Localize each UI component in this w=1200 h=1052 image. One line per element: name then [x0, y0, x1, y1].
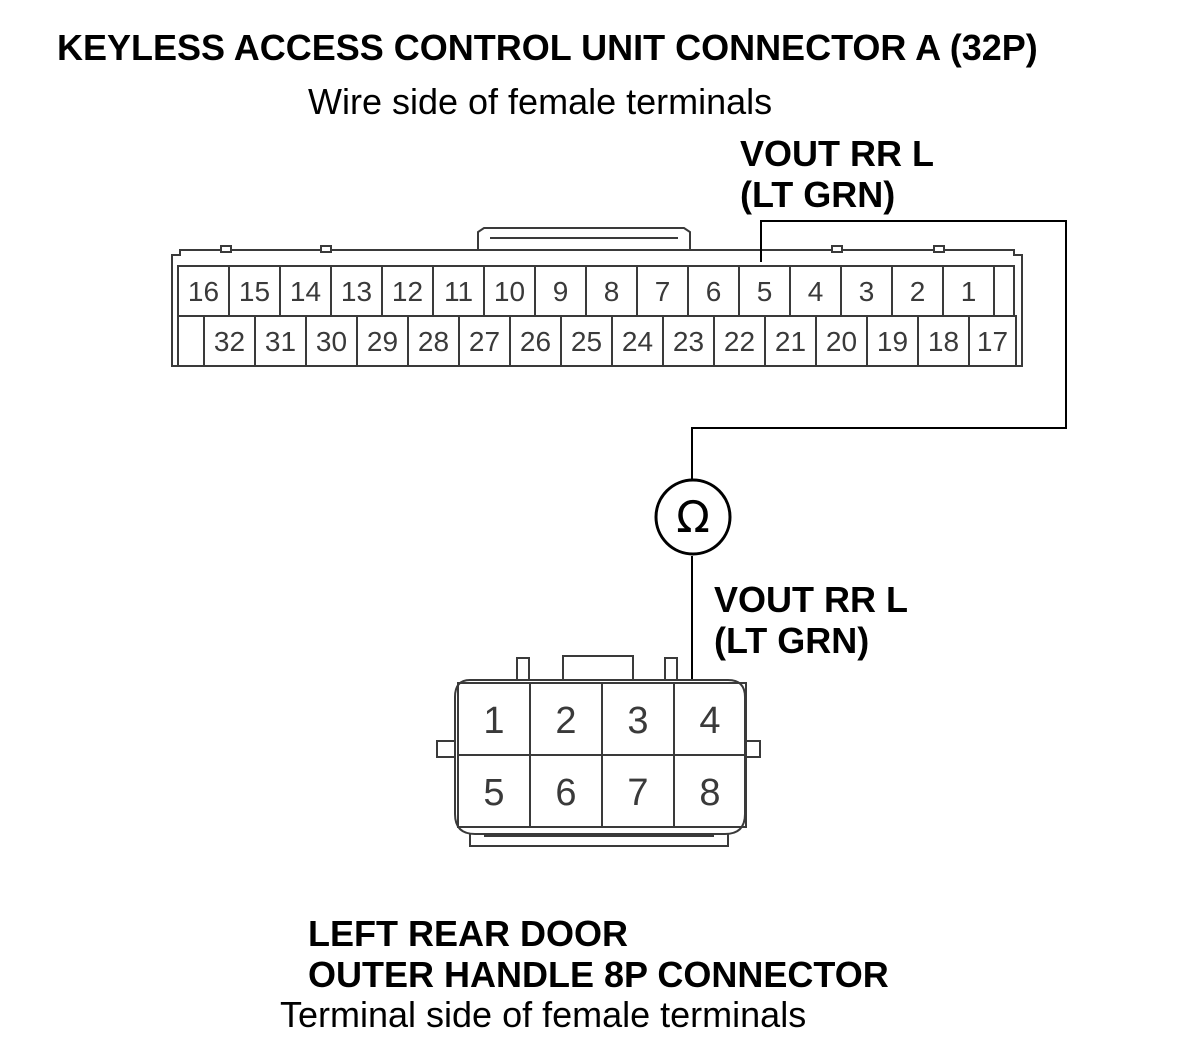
- connector-b-name-line1: LEFT REAR DOOR: [308, 913, 628, 954]
- connector-a-terminal-label: 6: [706, 276, 722, 307]
- connector-b-terminal-8: [673, 754, 747, 828]
- wire-lt-grn: [691, 220, 1067, 480]
- connector-a-terminal-label: 22: [724, 326, 755, 357]
- connector-a-terminal-label: 12: [392, 276, 423, 307]
- connector-a-terminal-label: 20: [826, 326, 857, 357]
- connector-a-terminal-label: 9: [553, 276, 569, 307]
- connector-b-terminal-label: 5: [483, 772, 504, 814]
- connector-b-terminal-label: 1: [483, 700, 504, 742]
- connector-a-terminal-label: 27: [469, 326, 500, 357]
- ohm-symbol: Ω: [676, 492, 710, 543]
- connector-b-terminal-label: 3: [627, 700, 648, 742]
- connector-a-terminal-label: 23: [673, 326, 704, 357]
- connector-a-terminal-label: 28: [418, 326, 449, 357]
- ohmmeter-icon: Ω: [654, 478, 732, 556]
- connector-b-terminal-label: 6: [555, 772, 576, 814]
- connector-a-terminal-9: [534, 265, 587, 317]
- connector-a-terminal-6: [687, 265, 740, 317]
- connector-a-view-label: Wire side of female terminals: [308, 81, 773, 122]
- connector-b-view-label: Terminal side of female terminals: [280, 994, 807, 1035]
- connector-a-terminal-label: 8: [604, 276, 620, 307]
- connector-a-terminal-label: 4: [808, 276, 824, 307]
- connector-a-terminal-label: 15: [239, 276, 270, 307]
- connector-a-terminal-26: [509, 315, 562, 367]
- connector-a-terminal-23: [662, 315, 715, 367]
- connector-a-terminal-16: [177, 265, 230, 317]
- connector-a-terminal-17: [968, 315, 1017, 367]
- connector-a-terminal-label: 26: [520, 326, 551, 357]
- connector-a-terminal-label: 3: [859, 276, 875, 307]
- connector-b-terminal-grid: 1 2 3 4 5 6 7 8: [457, 682, 747, 828]
- connector-a-terminal-label: 2: [910, 276, 926, 307]
- connector-a-terminal-29: [356, 315, 409, 367]
- connector-a-terminal-label: 17: [977, 326, 1008, 357]
- connector-b-name-line2: OUTER HANDLE 8P CONNECTOR: [308, 954, 889, 995]
- connector-a-terminal-label: 7: [655, 276, 671, 307]
- connector-a-terminal-label: 1: [961, 276, 977, 307]
- connector-a-terminal-25: [560, 315, 613, 367]
- connector-a-wire-label-line2: (LT GRN): [740, 174, 896, 215]
- connector-a-wire-label-line1: VOUT RR L: [740, 133, 934, 174]
- connector-a-terminal-label: 30: [316, 326, 347, 357]
- connector-a-terminal-7: [636, 265, 689, 317]
- connector-a-terminal-label: 18: [928, 326, 959, 357]
- connector-a-terminal-label: 25: [571, 326, 602, 357]
- connector-b-terminal-label: 7: [627, 772, 648, 814]
- connector-a-terminal-label: 19: [877, 326, 908, 357]
- connector-a-terminal-label: 5: [757, 276, 773, 307]
- connector-a-terminal-label: 24: [622, 326, 653, 357]
- connector-a-terminal-10: [483, 265, 536, 317]
- connector-b-terminal-label: 2: [555, 700, 576, 742]
- connector-a-terminal-4: [789, 265, 842, 317]
- connector-a-terminal-32: [203, 315, 256, 367]
- connector-a-terminal-label: 29: [367, 326, 398, 357]
- connector-a-terminal-18: [917, 315, 970, 367]
- connector-a-terminal-21: [764, 315, 817, 367]
- connector-a-terminal-19: [866, 315, 919, 367]
- diagram-title: KEYLESS ACCESS CONTROL UNIT CONNECTOR A …: [57, 27, 1038, 68]
- connector-b-wire-label-line2: (LT GRN): [714, 620, 870, 661]
- connector-a-terminal-label: 16: [188, 276, 219, 307]
- connector-b-wire-label-line1: VOUT RR L: [714, 579, 908, 620]
- connector-a-terminal-label: 13: [341, 276, 372, 307]
- connector-a-terminal-label: 21: [775, 326, 806, 357]
- connector-a-empty-slot: [993, 265, 1015, 317]
- connector-a-terminal-27: [458, 315, 511, 367]
- connector-a-terminal-30: [305, 315, 358, 367]
- connector-a-terminal-31: [254, 315, 307, 367]
- connector-a-terminal-24: [611, 315, 664, 367]
- connector-b-terminal-label: 8: [699, 772, 720, 814]
- connector-a-terminal-label: 32: [214, 326, 245, 357]
- connector-a-terminal-label: 14: [290, 276, 321, 307]
- connector-a-empty-slot: [177, 315, 205, 367]
- connector-a-terminal-label: 10: [494, 276, 525, 307]
- connector-b-8p: [436, 655, 761, 847]
- connector-a-terminal-1: [942, 265, 995, 317]
- connector-b-terminal-label: 4: [699, 700, 720, 742]
- connector-a-terminal-label: 11: [444, 276, 473, 307]
- connector-a-terminal-label: 31: [265, 326, 296, 357]
- connector-a-terminal-5: [738, 265, 791, 317]
